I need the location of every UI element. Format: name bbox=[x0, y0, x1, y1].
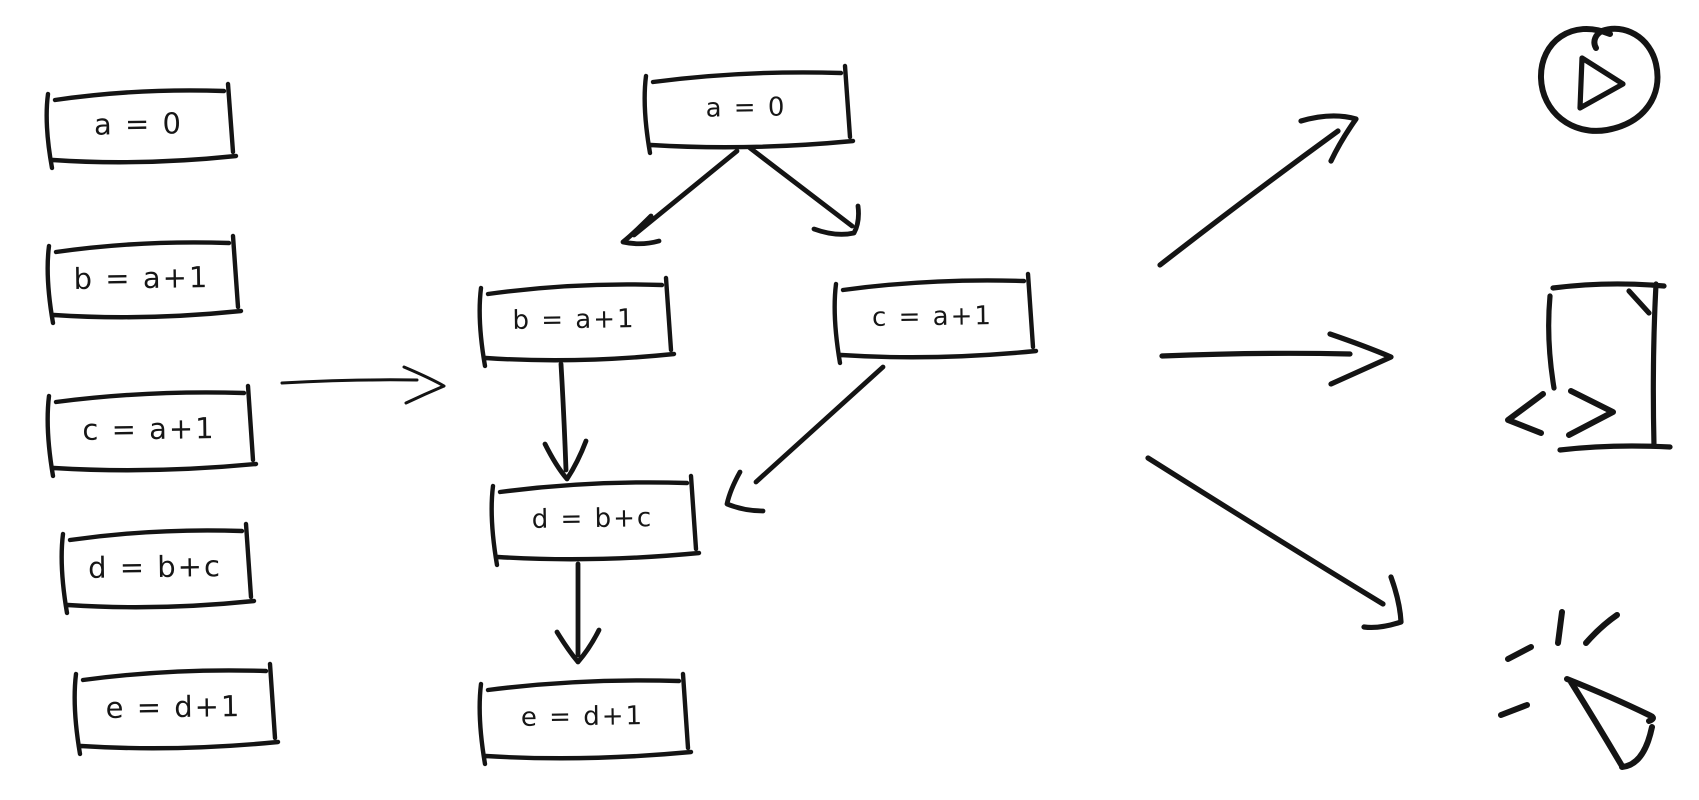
graph-node-box-a bbox=[642, 63, 856, 156]
edge-b-d bbox=[542, 361, 589, 482]
code-file-icon bbox=[1505, 281, 1673, 453]
graph-node-boxes bbox=[477, 63, 1039, 767]
graph-node-box-e bbox=[477, 671, 694, 767]
play-triangle bbox=[1577, 55, 1626, 111]
edge-d-e bbox=[554, 561, 602, 665]
code-file-outline bbox=[1546, 281, 1673, 453]
fan-arrow-bottom bbox=[1145, 455, 1404, 631]
fan-arrow-top bbox=[1157, 113, 1359, 268]
edge-c-d bbox=[724, 364, 886, 514]
edge-a-b bbox=[620, 148, 740, 247]
code-line-box-d bbox=[59, 521, 257, 616]
graph-node-box-b bbox=[477, 275, 677, 369]
code-line-box-c bbox=[45, 383, 259, 479]
fan-arrows bbox=[1145, 113, 1404, 631]
edge-a-c bbox=[747, 145, 861, 237]
code-brackets bbox=[1505, 388, 1616, 438]
code-list-boxes bbox=[44, 81, 281, 757]
click-emphasis-lines bbox=[1498, 609, 1620, 718]
graph-edges bbox=[542, 145, 886, 665]
code-line-box-a bbox=[44, 81, 239, 171]
code-line-box-e bbox=[72, 661, 281, 757]
graph-node-box-c bbox=[832, 271, 1039, 366]
flow-arrow bbox=[280, 365, 446, 405]
play-circle-icon bbox=[1537, 25, 1661, 134]
code-line-box-b bbox=[45, 233, 244, 326]
graph-node-box-d bbox=[489, 473, 702, 568]
cursor-click-icon bbox=[1498, 609, 1656, 770]
cursor-pointer bbox=[1564, 676, 1656, 770]
fan-arrow-middle bbox=[1159, 331, 1394, 387]
play-circle-outline bbox=[1537, 25, 1661, 134]
